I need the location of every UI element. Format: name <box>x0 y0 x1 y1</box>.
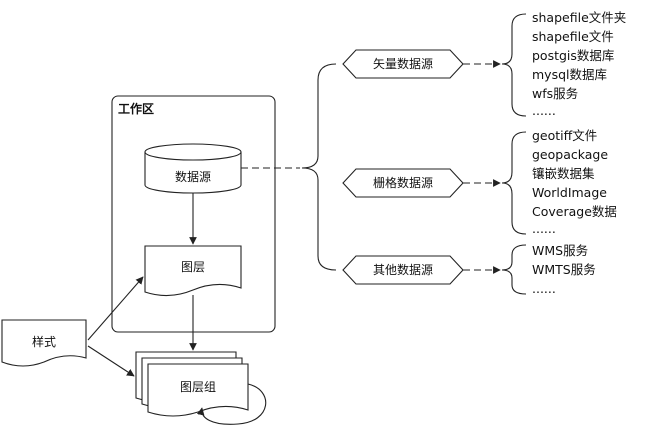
list-item: geopackage <box>532 147 608 162</box>
vector-items-brace <box>501 13 527 117</box>
edge-style-to-layer <box>87 276 144 341</box>
list-item: ...... <box>532 281 556 296</box>
category-vector[interactable]: 矢量数据源 <box>342 49 464 79</box>
style-label: 样式 <box>32 334 56 349</box>
datasource-node[interactable]: 数据源 <box>144 143 242 194</box>
raster-items-brace <box>501 131 527 235</box>
edge-style-to-layer-group <box>87 345 135 377</box>
other-items-brace <box>501 244 527 295</box>
list-item: 镶嵌数据集 <box>532 166 595 181</box>
layer-group-self-loop <box>196 383 267 425</box>
list-item: ...... <box>532 221 556 236</box>
list-item: postgis数据库 <box>532 48 614 63</box>
layer-label: 图层 <box>181 260 205 274</box>
other-items-list: WMS服务 WMTS服务 ...... <box>532 243 596 296</box>
vector-items-list: shapefile文件夹 shapefile文件 postgis数据库 mysq… <box>532 10 626 118</box>
list-item: WMTS服务 <box>532 262 596 277</box>
layer-group-label: 图层组 <box>180 380 216 394</box>
layer-node[interactable]: 图层 <box>144 245 242 297</box>
category-other-label: 其他数据源 <box>373 262 433 277</box>
category-vector-label: 矢量数据源 <box>373 56 433 71</box>
list-item: shapefile文件夹 <box>532 10 626 25</box>
list-item: ...... <box>532 103 556 118</box>
raster-items-list: geotiff文件 geopackage 镶嵌数据集 WorldImage Co… <box>532 128 617 236</box>
datasource-label: 数据源 <box>175 169 211 184</box>
list-item: geotiff文件 <box>532 128 597 143</box>
categories-brace <box>301 63 337 271</box>
list-item: WorldImage <box>532 185 607 200</box>
style-node[interactable]: 样式 <box>1 319 87 367</box>
category-raster-label: 栅格数据源 <box>373 175 433 190</box>
list-item: shapefile文件 <box>532 29 614 44</box>
list-item: Coverage数据 <box>532 204 617 219</box>
category-raster[interactable]: 栅格数据源 <box>342 168 464 198</box>
workspace-title: 工作区 <box>118 101 154 116</box>
list-item: WMS服务 <box>532 243 588 258</box>
category-other[interactable]: 其他数据源 <box>342 255 464 285</box>
list-item: wfs服务 <box>532 86 578 101</box>
layer-group-node[interactable]: 图层组 <box>135 351 249 417</box>
list-item: mysql数据库 <box>532 67 607 82</box>
